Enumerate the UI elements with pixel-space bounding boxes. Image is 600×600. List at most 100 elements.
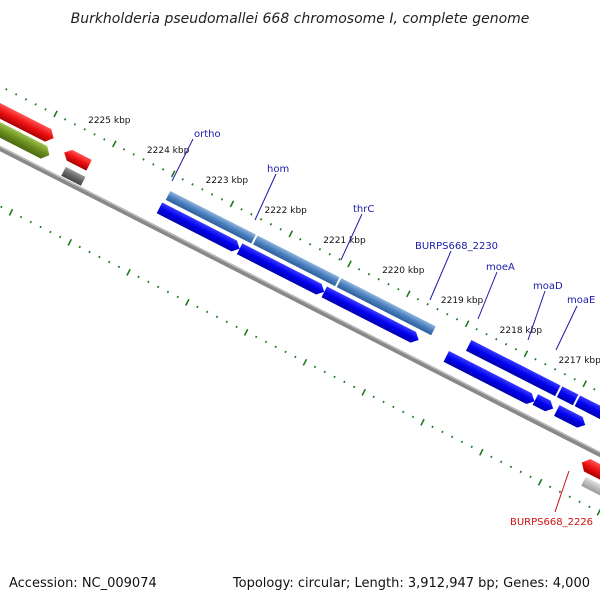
inner-tick-mark <box>509 465 513 469</box>
outer-tick-mark <box>523 350 529 358</box>
inner-tick-mark <box>499 460 503 464</box>
outer-tick-mark <box>397 288 400 291</box>
leader-line-ortho <box>171 138 194 182</box>
gene-feature-moeA[interactable] <box>465 340 561 397</box>
outer-tick-mark <box>122 148 126 151</box>
inner-tick-mark <box>254 335 258 339</box>
gene-label-BURPS668_2230[interactable]: BURPS668_2230 <box>415 241 498 252</box>
gene-feature-ortho[interactable] <box>165 190 256 244</box>
gene-label-moeA[interactable]: moeA <box>486 262 515 273</box>
outer-tick-mark <box>152 163 155 166</box>
kbp-tick-label: 2225 kbp <box>88 116 131 126</box>
gene-feature-red[interactable] <box>0 99 57 145</box>
gene-feature-hom[interactable] <box>253 235 340 287</box>
outer-tick-mark <box>377 278 380 281</box>
gene-feature-red-right[interactable] <box>579 456 600 493</box>
inner-tick-mark <box>460 440 464 444</box>
leader-line-BURPS668_2230 <box>429 250 452 301</box>
inner-tick-mark <box>392 405 395 409</box>
gene-feature-BURPS668_2226[interactable] <box>581 476 600 504</box>
outer-tick-mark <box>161 168 165 171</box>
inner-tick-mark <box>147 280 150 284</box>
gene-label-moaE[interactable]: moaE <box>567 295 595 306</box>
inner-tick-mark <box>470 445 473 449</box>
inner-tick-mark <box>529 475 532 479</box>
outer-tick-mark <box>288 230 294 238</box>
leader-line-moeA <box>477 271 498 320</box>
inner-tick-mark <box>537 478 543 486</box>
inner-tick-mark <box>382 400 385 404</box>
gene-feature-ortho-b[interactable] <box>156 202 243 255</box>
gene-feature-olive[interactable] <box>0 114 53 162</box>
reverse-strand-genes <box>579 456 600 504</box>
inner-tick-mark <box>588 505 591 509</box>
outer-tick-mark <box>416 298 420 301</box>
inner-tick-mark <box>39 225 42 229</box>
outer-tick-mark <box>63 118 67 121</box>
outer-tick-mark <box>240 208 243 211</box>
page-title: Burkholderia pseudomallei 668 chromosome… <box>71 11 530 27</box>
outer-tick-mark <box>191 183 194 186</box>
gene-label-hom[interactable]: hom <box>267 164 289 175</box>
gene-feature-moaE-b[interactable] <box>554 405 588 430</box>
gene-feature-gray-small[interactable] <box>61 166 86 186</box>
outer-tick-mark <box>318 248 322 251</box>
inner-tick-mark <box>343 380 346 384</box>
outer-tick-mark <box>250 213 253 216</box>
inner-tick-mark <box>284 350 287 354</box>
outer-tick-mark <box>299 238 302 241</box>
outer-tick-mark <box>210 193 214 196</box>
inner-tick-mark <box>401 410 405 414</box>
outer-tick-mark <box>24 98 28 101</box>
outer-tick-mark <box>269 223 273 226</box>
inner-tick-mark <box>88 250 91 254</box>
inner-tick-mark <box>29 220 32 224</box>
inner-tick-mark <box>313 365 317 369</box>
gene-feature-moaD[interactable] <box>556 386 579 406</box>
inner-tick-mark <box>333 375 336 379</box>
inner-tick-mark <box>441 430 444 434</box>
leader-line-hom <box>254 173 277 221</box>
kbp-tick-label: 2222 kbp <box>264 206 307 216</box>
inner-tick-mark <box>67 238 73 246</box>
gene-feature-thrC-b[interactable] <box>321 286 422 346</box>
inner-tick-mark <box>431 425 434 429</box>
outer-tick-mark <box>544 362 547 366</box>
gene-feature-moaD-b[interactable] <box>532 394 556 414</box>
outer-tick-mark <box>132 153 135 156</box>
outer-tick-mark <box>455 318 459 321</box>
inner-tick-mark <box>596 508 600 516</box>
leader-line-BURPS668_2226 <box>554 470 570 513</box>
gene-feature-BURPS668_2230[interactable] <box>443 351 538 407</box>
outer-tick-mark <box>347 260 352 268</box>
inner-tick-mark <box>352 385 356 389</box>
leader-line-moaD <box>527 290 546 341</box>
gene-label-ortho[interactable]: ortho <box>194 129 221 140</box>
inner-tick-mark <box>302 358 308 366</box>
inner-tick-mark <box>19 215 23 219</box>
chromosome-backbone <box>0 126 600 477</box>
gene-feature-red-small[interactable] <box>61 147 92 171</box>
gene-feature-hom-b[interactable] <box>236 243 327 297</box>
inner-tick-mark <box>235 325 238 329</box>
inner-tick-mark <box>8 208 14 216</box>
gene-feature-thrC[interactable] <box>336 278 436 336</box>
outer-tick-mark <box>112 140 117 148</box>
outer-tick-mark <box>357 268 361 271</box>
outer-tick-mark <box>201 188 204 191</box>
gene-label-moaD[interactable]: moaD <box>533 281 563 292</box>
leader-line-thrC <box>340 213 363 261</box>
gene-label-BURPS668_2226[interactable]: BURPS668_2226 <box>510 517 593 528</box>
inner-tick-mark <box>108 260 111 264</box>
outer-tick-mark <box>464 320 470 328</box>
kbp-tick-label: 2223 kbp <box>206 176 249 186</box>
outer-tick-mark <box>514 347 518 351</box>
outer-tick-mark <box>593 387 596 391</box>
gene-feature-moaE[interactable] <box>574 395 600 424</box>
outer-tick-mark <box>279 228 282 231</box>
outer-tick-mark <box>181 178 184 181</box>
gene-label-thrC[interactable]: thrC <box>353 204 374 215</box>
outer-tick-mark <box>436 308 439 311</box>
